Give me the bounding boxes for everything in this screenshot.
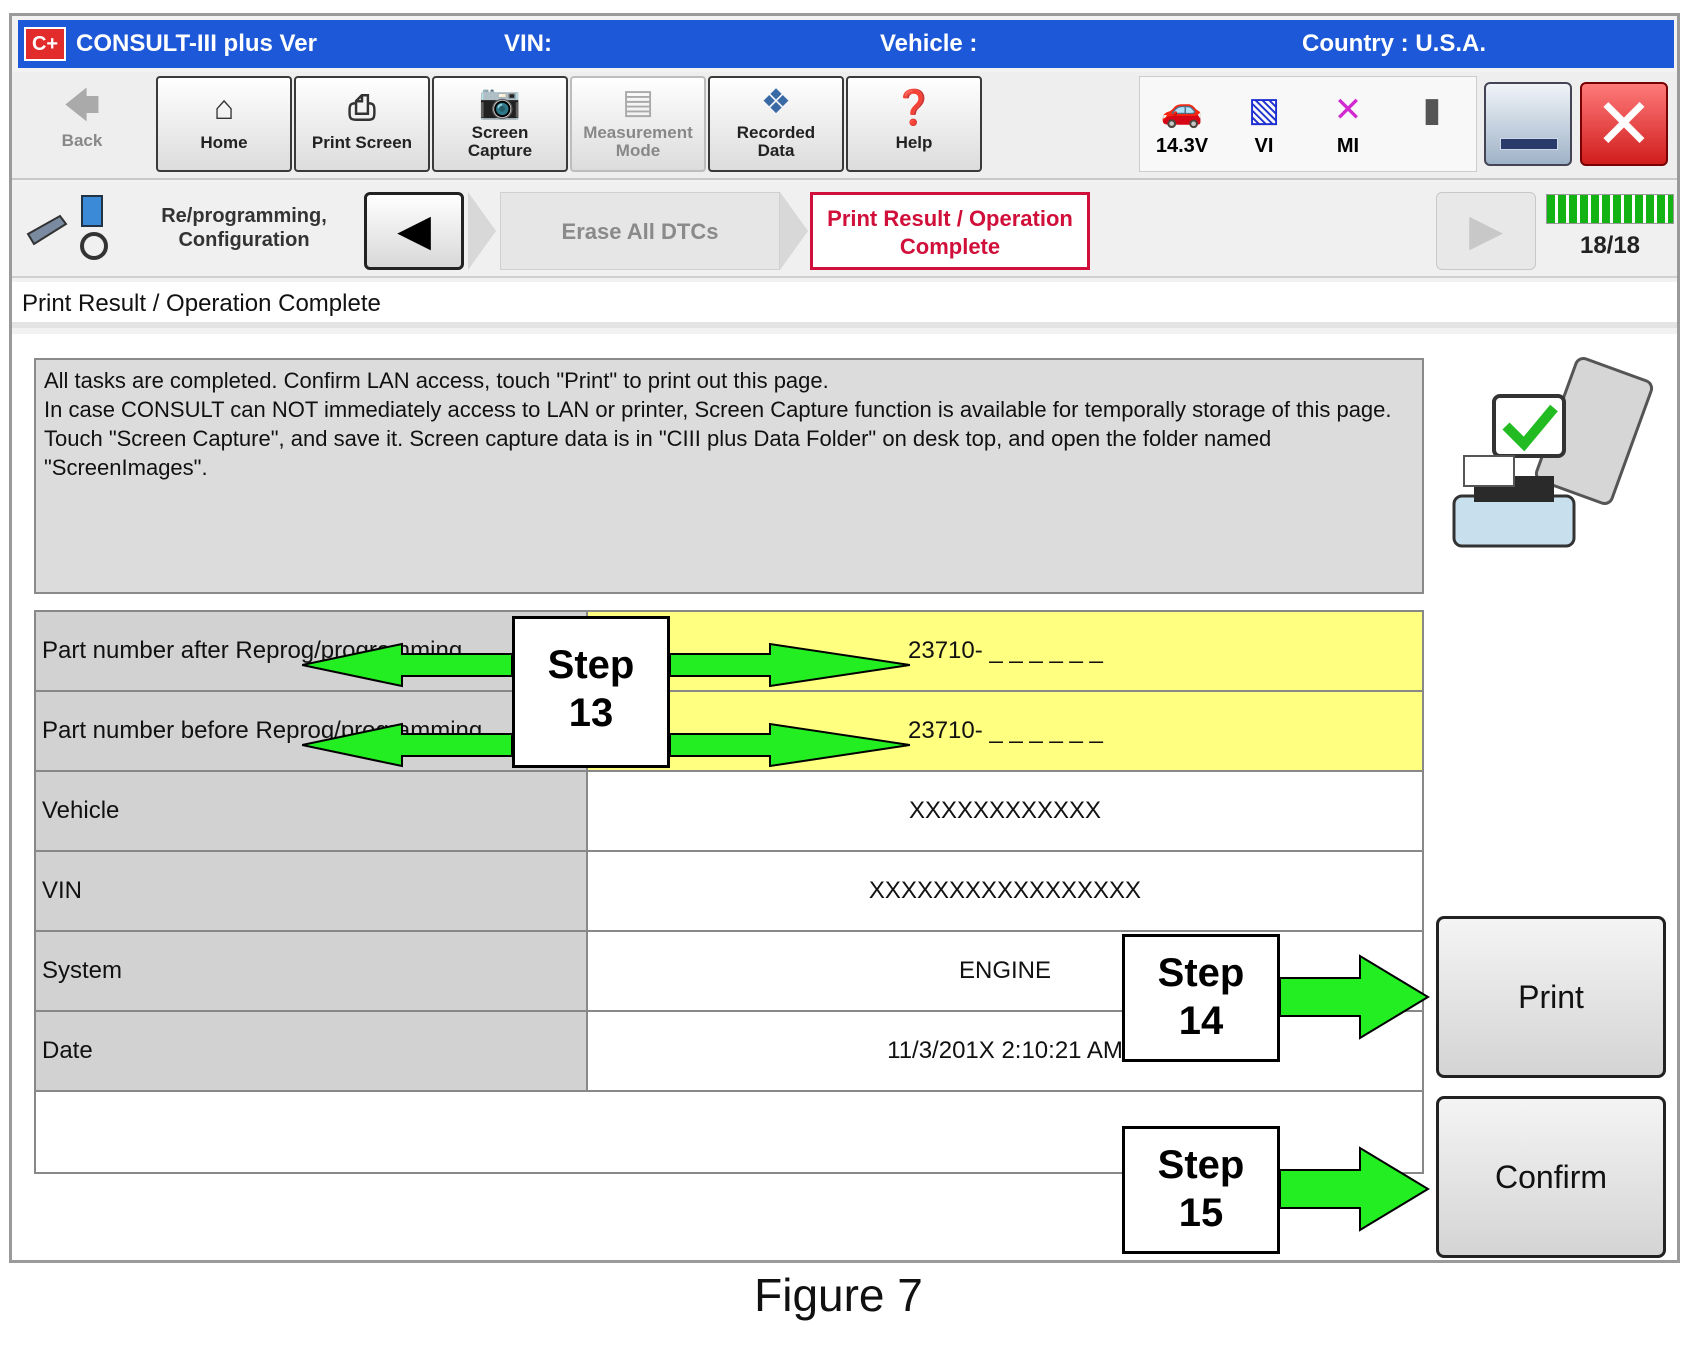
meter-icon: ▤ bbox=[621, 83, 655, 121]
triangle-right-icon: ▶ bbox=[1469, 206, 1503, 255]
result-table: Part number after Reprog/programming 237… bbox=[34, 610, 1424, 1174]
confirm-button[interactable]: Confirm bbox=[1436, 1096, 1666, 1258]
arrow-left-icon bbox=[302, 722, 512, 768]
help-icon: ❓ bbox=[892, 89, 936, 127]
country-label: Country : U.S.A. bbox=[1302, 30, 1486, 57]
progress-fill bbox=[1547, 195, 1673, 223]
row-value: XXXXXXXXXXXX bbox=[586, 770, 1424, 852]
back-arrow-icon: 🡄 bbox=[64, 87, 100, 125]
main-content: All tasks are completed. Confirm LAN acc… bbox=[12, 334, 1677, 1260]
minimize-button[interactable] bbox=[1484, 82, 1572, 166]
recorded-data-button[interactable]: ❖ Recorded Data bbox=[708, 76, 844, 172]
row-label: Part number before Reprog/programming bbox=[34, 690, 588, 772]
row-value: 23710- _ _ _ _ _ _ bbox=[586, 610, 1424, 692]
help-button[interactable]: ❓ Help bbox=[846, 76, 982, 172]
measurement-mode-button[interactable]: ▤ Measurement Mode bbox=[570, 76, 706, 172]
row-label: VIN bbox=[34, 850, 588, 932]
progress-count: 18/18 bbox=[1579, 232, 1641, 259]
camera-icon: 📷 bbox=[478, 83, 522, 121]
print-complete-illustration bbox=[1434, 356, 1664, 556]
print-button[interactable]: Print bbox=[1436, 916, 1666, 1078]
progress-bar bbox=[1546, 194, 1674, 224]
reprogramming-icon bbox=[20, 194, 120, 264]
consult-window: C+ CONSULT-III plus Ver VIN: Vehicle : C… bbox=[9, 13, 1680, 1263]
toolbar: 🡄 Back ⌂ Home ⎙ Print Screen 📷 Screen Ca… bbox=[12, 72, 1677, 180]
table-row: Part number after Reprog/programming 237… bbox=[34, 610, 1424, 692]
previous-step-button[interactable]: ◀ bbox=[364, 192, 464, 270]
minimize-icon bbox=[1500, 138, 1558, 150]
printer-icon: ⎙ bbox=[348, 89, 376, 127]
chevron-right-icon bbox=[780, 192, 808, 270]
status-panel: 🚗 14.3V ▧ VI ✕ MI ▮ bbox=[1139, 76, 1477, 172]
next-step-button[interactable]: ▶ bbox=[1436, 192, 1536, 270]
mi-status: ✕ MI bbox=[1308, 85, 1388, 158]
vehicle-label: Vehicle : bbox=[880, 30, 978, 57]
vi-status: ▧ VI bbox=[1224, 85, 1304, 158]
crumb-print-result[interactable]: Print Result / Operation Complete bbox=[810, 192, 1090, 270]
arrow-left-icon bbox=[302, 642, 512, 688]
close-icon: ✕ bbox=[1594, 85, 1654, 163]
arrow-right-icon bbox=[670, 722, 910, 768]
instruction-message: All tasks are completed. Confirm LAN acc… bbox=[34, 358, 1424, 594]
home-icon: ⌂ bbox=[213, 89, 235, 127]
print-screen-button[interactable]: ⎙ Print Screen bbox=[294, 76, 430, 172]
close-button[interactable]: ✕ bbox=[1580, 82, 1668, 166]
recorded-data-icon: ❖ bbox=[760, 83, 792, 121]
vi-connector-icon: ▧ bbox=[1247, 91, 1281, 129]
app-title: CONSULT-III plus Ver bbox=[76, 30, 317, 57]
row-value: 23710- _ _ _ _ _ _ bbox=[586, 690, 1424, 772]
app-logo-icon: C+ bbox=[24, 27, 66, 61]
vin-label: VIN: bbox=[504, 30, 552, 57]
device-status: ▮ bbox=[1392, 85, 1472, 135]
home-button[interactable]: ⌂ Home bbox=[156, 76, 292, 172]
arrow-right-icon bbox=[1280, 954, 1430, 1040]
step-14-callout: Step 14 bbox=[1122, 934, 1280, 1062]
row-value: XXXXXXXXXXXXXXXXX bbox=[586, 850, 1424, 932]
breadcrumb: Re/programming, Configuration ◀ Erase Al… bbox=[12, 182, 1677, 278]
row-label: Date bbox=[34, 1010, 588, 1092]
chevron-right-icon bbox=[468, 192, 496, 270]
battery-icon: ▮ bbox=[1422, 91, 1442, 129]
row-label: System bbox=[34, 930, 588, 1012]
figure-caption: Figure 7 bbox=[754, 1269, 923, 1321]
table-row: Date 11/3/201X 2:10:21 AM bbox=[34, 1010, 1424, 1092]
screen-capture-button[interactable]: 📷 Screen Capture bbox=[432, 76, 568, 172]
step-13-callout: Step 13 bbox=[512, 616, 670, 768]
section-label: Re/programming, Configuration bbox=[161, 205, 327, 251]
back-button[interactable]: 🡄 Back bbox=[20, 76, 144, 172]
triangle-left-icon: ◀ bbox=[397, 206, 431, 255]
row-label: Vehicle bbox=[34, 770, 588, 852]
table-row: Vehicle XXXXXXXXXXXX bbox=[34, 770, 1424, 852]
arrow-right-icon bbox=[670, 642, 910, 688]
car-icon: 🚗 bbox=[1160, 91, 1204, 129]
crumb-erase-all-dtcs[interactable]: Erase All DTCs bbox=[500, 192, 780, 270]
table-row: VIN XXXXXXXXXXXXXXXXX bbox=[34, 850, 1424, 932]
row-value: 11/3/201X 2:10:21 AM bbox=[586, 1010, 1424, 1092]
arrow-right-icon bbox=[1280, 1146, 1430, 1232]
mi-disconnected-icon: ✕ bbox=[1333, 91, 1363, 129]
title-bar: C+ CONSULT-III plus Ver VIN: Vehicle : C… bbox=[18, 20, 1674, 68]
table-row: Part number before Reprog/programming 23… bbox=[34, 690, 1424, 772]
row-label: Part number after Reprog/programming bbox=[34, 610, 588, 692]
battery-status: 🚗 14.3V bbox=[1142, 85, 1222, 158]
step-15-callout: Step 15 bbox=[1122, 1126, 1280, 1254]
page-title: Print Result / Operation Complete bbox=[12, 282, 1677, 328]
